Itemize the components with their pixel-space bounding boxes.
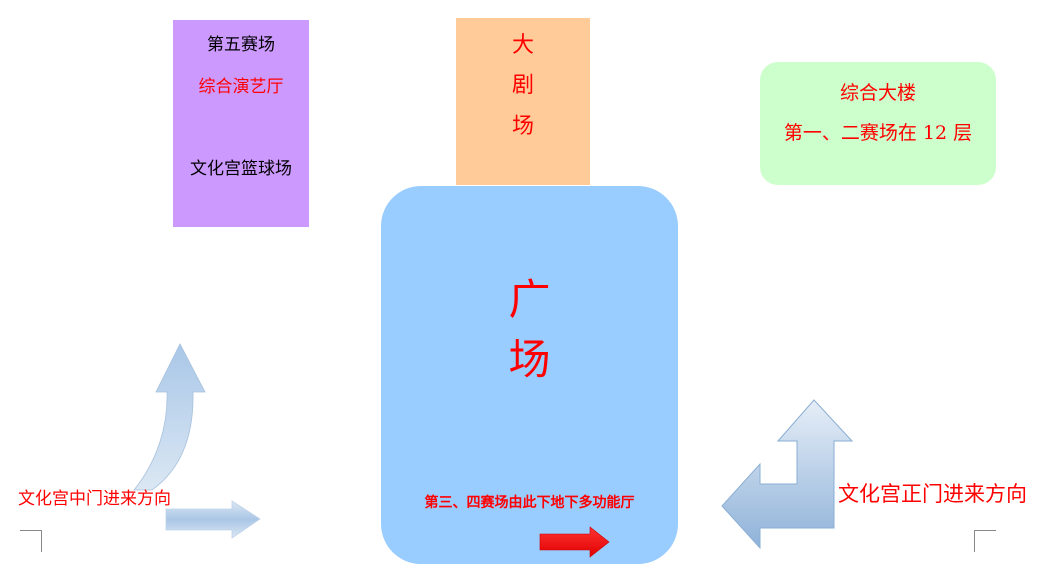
entrance-middle-label: 文化宫中门进来方向 [18, 489, 171, 509]
right-arrow-icon [165, 500, 261, 539]
entrance-main-label: 文化宫正门进来方向 [838, 482, 1027, 506]
plaza-line-1: 广 [508, 275, 551, 324]
red-right-arrow-icon [539, 526, 610, 558]
venue5-hall: 综合演艺厅 [198, 77, 284, 97]
venue5-box: 第五赛场 综合演艺厅 文化宫篮球场 [173, 20, 309, 227]
theater-line-3: 场 [511, 114, 534, 139]
corner-mark-left [20, 530, 42, 552]
plaza-note: 第三、四赛场由此下地下多功能厅 [424, 495, 635, 511]
theater-line-2: 剧 [511, 73, 534, 98]
curved-up-arrow-icon [133, 343, 206, 491]
building-info: 第一、二赛场在 12 层 [783, 122, 973, 144]
venue5-court: 文化宫篮球场 [190, 159, 292, 179]
plaza-box: 广 场 第三、四赛场由此下地下多功能厅 [381, 186, 678, 564]
venue5-title: 第五赛场 [207, 35, 275, 55]
bent-arrow-icon [721, 399, 854, 550]
theater-line-1: 大 [511, 33, 534, 58]
plaza-line-2: 场 [508, 335, 551, 384]
building-title: 综合大楼 [839, 82, 916, 104]
corner-mark-right [974, 530, 996, 552]
theater-box: 大 剧 场 [456, 18, 590, 185]
building-box: 综合大楼 第一、二赛场在 12 层 [760, 62, 996, 185]
